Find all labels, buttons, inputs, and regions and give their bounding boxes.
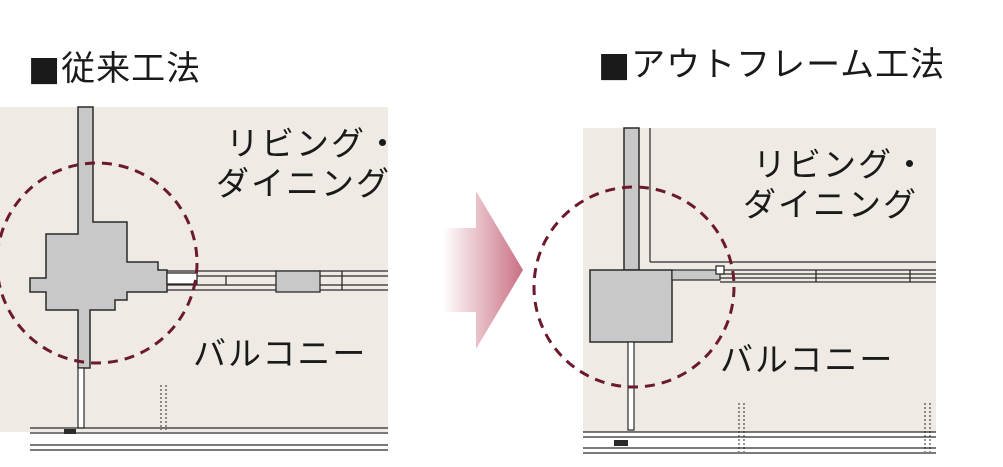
left-plan [0, 106, 388, 451]
left-living-line1: リビング・ [226, 124, 401, 163]
right-wall [623, 127, 640, 271]
right-highlight-circle [532, 185, 736, 389]
left-window-band [166, 270, 388, 293]
left-railing-post [64, 429, 76, 434]
right-room-label-living: リビング・ ダイニング [743, 145, 928, 224]
right-railing [583, 431, 936, 454]
transition-arrow [443, 191, 523, 349]
left-wall-column [29, 106, 168, 369]
left-room-label-balcony: バルコニー [193, 334, 368, 373]
right-column-beam [671, 269, 721, 281]
left-room-label-living: リビング・ ダイニング [216, 124, 401, 203]
right-living-line1: リビング・ [753, 145, 928, 184]
right-room-label-balcony: バルコニー [720, 340, 895, 379]
left-railing [30, 427, 388, 451]
left-highlight-circle [0, 161, 199, 365]
right-heading: ■アウトフレーム工法 [598, 45, 946, 85]
left-living-line2: ダイニング [216, 163, 391, 203]
right-column [589, 269, 673, 343]
right-railing-post [614, 440, 628, 446]
right-window-band [715, 265, 936, 283]
right-dashed-stubs [738, 403, 931, 452]
left-stub [77, 367, 85, 429]
right-plan [532, 127, 936, 454]
left-dashed-stub [160, 385, 167, 430]
left-heading: ■従来工法 [28, 49, 202, 89]
right-living-line2: ダイニング [743, 184, 918, 224]
